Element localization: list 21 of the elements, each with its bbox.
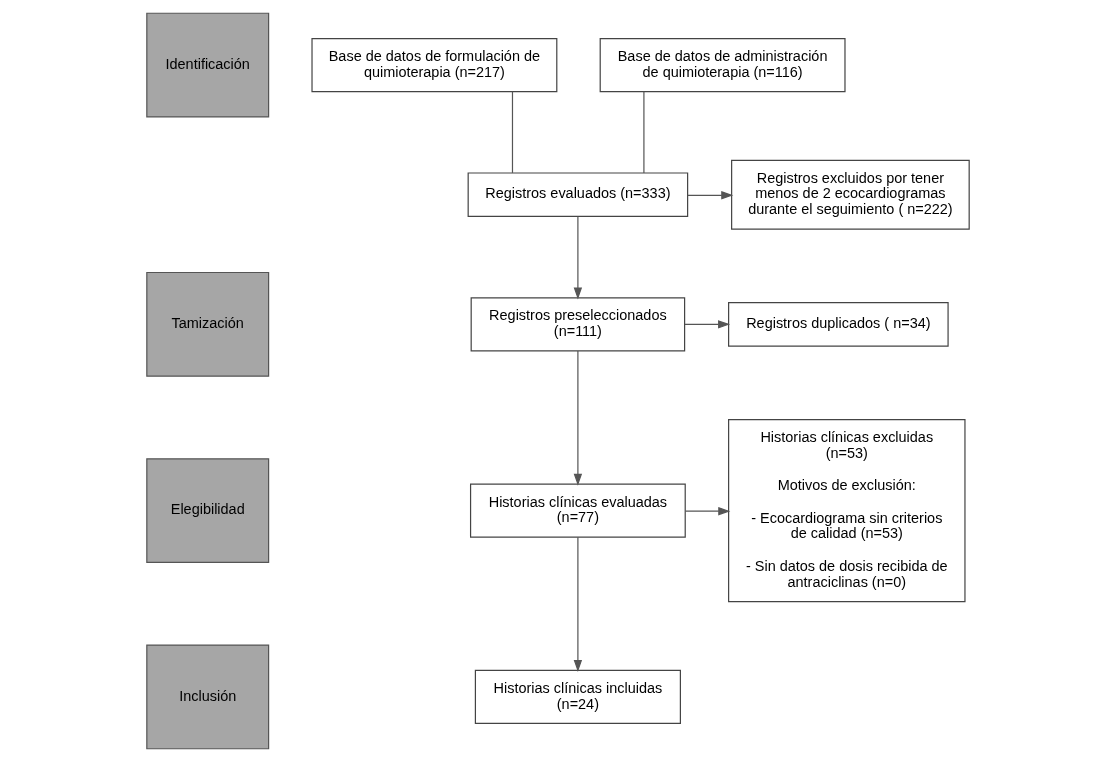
node-box: Historias clínicas incluidas (n=24) bbox=[474, 669, 681, 725]
node-box: Elegibilidad bbox=[145, 458, 269, 564]
node-box: Historias clínicas evaluadas (n=77) bbox=[469, 483, 686, 538]
node-box: Historias clínicas excluidas (n=53) Motivos de exclusión: - Ecocardiograma sin criterios de calidad (n=53) - Sin datos de dosis recibida de antraciclinas (n=0) bbox=[727, 419, 966, 603]
arrow bbox=[573, 350, 582, 486]
node-box: Base de datos de formulación de quimioterapia (n=217) bbox=[310, 37, 557, 93]
node-box: Inclusión bbox=[145, 644, 269, 750]
arrow bbox=[573, 216, 582, 300]
node-box: Base de datos de administración de quimioterapia (n=116) bbox=[599, 37, 846, 93]
arrow bbox=[684, 507, 730, 516]
node-box: Identificación bbox=[145, 12, 269, 118]
arrow bbox=[683, 320, 730, 329]
node-box: Tamización bbox=[145, 271, 269, 377]
node-box: Registros preseleccionados (n=111) bbox=[470, 297, 685, 352]
connector bbox=[642, 91, 644, 174]
connector bbox=[511, 91, 513, 174]
node-box: Registros duplicados ( n=34) bbox=[727, 302, 949, 347]
node-box: Registros excluidos por tener menos de 2 ecocardiogramas durante el seguimiento ( n=222) bbox=[730, 159, 970, 230]
arrow bbox=[686, 191, 733, 200]
node-box: Registros evaluados (n=333) bbox=[467, 172, 688, 217]
arrow bbox=[573, 536, 582, 673]
